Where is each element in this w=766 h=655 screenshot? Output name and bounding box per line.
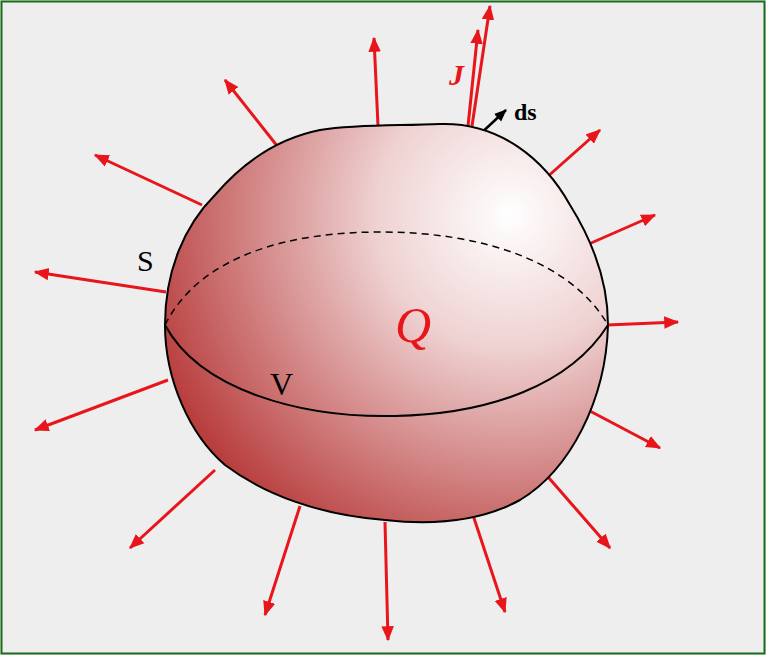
volume-label: V [270,368,293,400]
current-density-arrows [35,6,678,640]
flux-arrow [265,506,300,615]
volume-outline [150,110,620,530]
flux-arrow [542,470,610,548]
equator-back [165,232,608,325]
flux-arrow [588,410,660,448]
surface-element-label: ds [514,100,537,124]
volume-surface [165,124,608,522]
charge-label: Q [395,300,431,350]
flux-arrow [385,522,388,640]
flux-arrow [607,322,678,325]
flux-arrow [225,80,278,147]
equator-front [165,325,608,416]
current-density-label: J [449,60,464,90]
flux-arrow [35,380,168,430]
flux-arrow [582,215,655,247]
volume-region: QV [150,110,620,530]
flux-arrow [470,506,505,612]
flux-arrow [95,155,202,205]
surface-label: S [137,246,154,276]
flux-arrow [472,6,490,126]
flux-arrow [374,38,378,126]
flux-arrow [130,470,215,548]
